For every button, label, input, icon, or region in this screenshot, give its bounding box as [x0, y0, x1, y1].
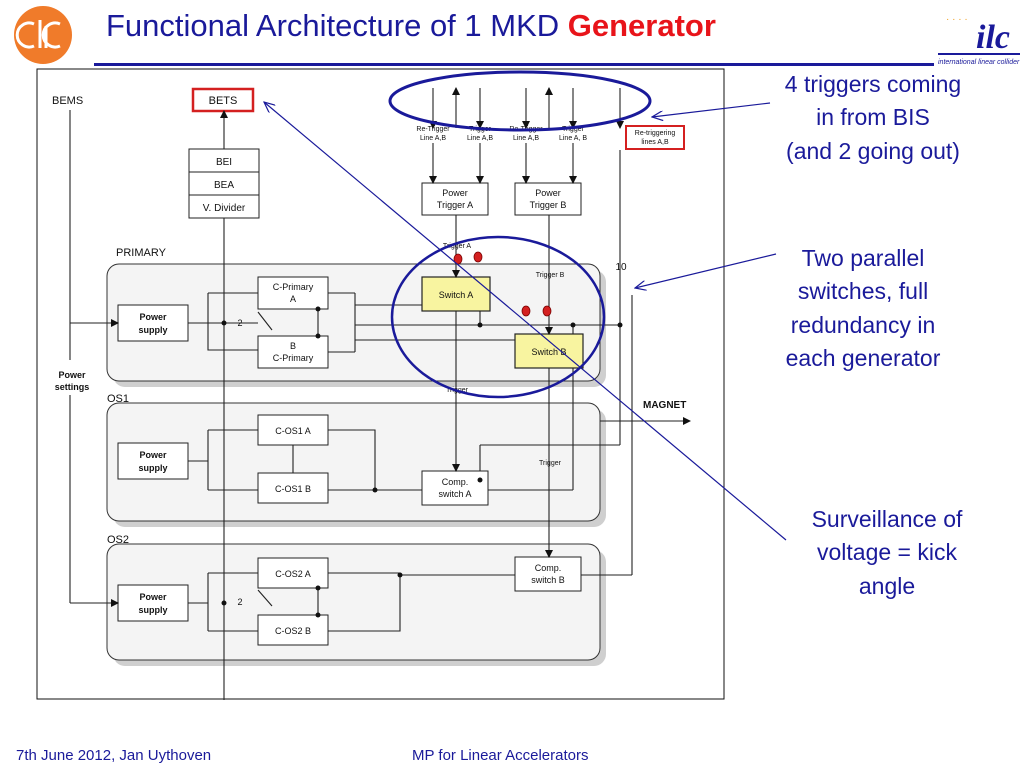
- bets-label: BETS: [209, 95, 238, 107]
- svg-text:Power: Power: [442, 188, 468, 198]
- retrigger-a-label-1: Re-Trigger: [416, 126, 450, 133]
- retriggering-label-1: Re-triggering: [635, 130, 676, 137]
- c-primary-b-box: B C-Primary: [257, 335, 329, 369]
- comp-switch-a-box: Comp. switch A: [421, 470, 489, 506]
- os1-label: OS1: [107, 393, 129, 405]
- triggers-annotation: 4 triggers coming in from BIS (and 2 goi…: [784, 71, 962, 164]
- footer-center: MP for Linear Accelerators: [412, 747, 589, 764]
- primary-label: PRIMARY: [116, 247, 167, 259]
- switches-highlight-ellipse: [390, 235, 606, 399]
- trigger-a-label: Trigger A: [443, 243, 471, 250]
- title-underline: [94, 63, 934, 66]
- power-supply-os2: Power supply: [117, 584, 189, 622]
- switch-b-box: Switch B: [514, 333, 584, 369]
- svg-text:switch B: switch B: [531, 575, 565, 585]
- svg-text:Power: Power: [139, 592, 167, 602]
- svg-text:switch A: switch A: [438, 489, 471, 499]
- count-two-os2-label: 2: [237, 597, 242, 607]
- svg-text:Switch B: Switch B: [531, 347, 566, 357]
- trigger-line-a-label-2: Line A,B: [467, 135, 493, 142]
- footer-left: 7th June 2012, Jan Uythoven: [16, 747, 212, 764]
- junction-dots: [221, 306, 623, 618]
- trigger-line-b-label-1: Trigger: [562, 126, 585, 133]
- trigger-label-2: Trigger: [539, 460, 562, 467]
- svg-text:C-Primary: C-Primary: [273, 282, 314, 292]
- svg-text:C-OS2 A: C-OS2 A: [275, 569, 311, 579]
- power-trigger-a-box: Power Trigger A: [421, 182, 489, 216]
- bei-label: BEI: [216, 157, 232, 168]
- c-primary-a-box: C-Primary A: [257, 276, 329, 310]
- switch-a-box: Switch A: [421, 276, 491, 312]
- svg-text:Switch A: Switch A: [439, 290, 474, 300]
- power-supply-primary: Power supply: [117, 304, 189, 342]
- power-settings-label-1: Power: [58, 370, 86, 380]
- c-os1-a-box: C-OS1 A: [257, 414, 329, 446]
- svg-text:· · · ·: · · · ·: [946, 14, 968, 25]
- retrigger-a-label-2: Line A,B: [420, 135, 446, 142]
- retriggering-box: [625, 125, 685, 150]
- svg-text:Power: Power: [139, 312, 167, 322]
- triggers-highlight-ellipse: [388, 70, 652, 132]
- triggers-callout-arrow: [652, 102, 771, 117]
- trigger-line-b-label-2: Line A, B: [559, 135, 587, 142]
- power-trigger-b-box: Power Trigger B: [514, 182, 582, 216]
- svg-text:C-OS2 B: C-OS2 B: [275, 626, 311, 636]
- svg-text:supply: supply: [138, 463, 167, 473]
- svg-text:C-OS1 A: C-OS1 A: [275, 426, 311, 436]
- svg-text:supply: supply: [138, 325, 167, 335]
- svg-text:Trigger A: Trigger A: [437, 200, 473, 210]
- ilc-logo: · · · · ilc international linear collide…: [934, 8, 1022, 68]
- wiring: [69, 87, 691, 700]
- svg-text:supply: supply: [138, 605, 167, 615]
- slide-title: Functional Architecture of 1 MKD Generat…: [106, 8, 716, 43]
- power-supply-os1: Power supply: [117, 442, 189, 480]
- bems-label: BEMS: [52, 95, 83, 107]
- svg-text:A: A: [290, 294, 296, 304]
- retriggering-label-2: lines A,B: [641, 139, 669, 146]
- bea-label: BEA: [214, 180, 234, 191]
- svg-text:B: B: [290, 341, 296, 351]
- retrigger-b-label-2: Line A,B: [513, 135, 539, 142]
- switches-callout-arrow: [635, 253, 777, 288]
- switches-annotation: Two parallel switches, full redundancy i…: [785, 245, 941, 372]
- trigger-b-label: Trigger B: [536, 272, 565, 279]
- svg-text:C-OS1 B: C-OS1 B: [275, 484, 311, 494]
- count-ten-label: 10: [615, 262, 627, 273]
- c-os1-b-box: C-OS1 B: [257, 472, 329, 504]
- surveillance-annotation: Surveillance of voltage = kick angle: [811, 506, 963, 599]
- svg-text:Power: Power: [139, 450, 167, 460]
- svg-text:Trigger B: Trigger B: [530, 200, 567, 210]
- c-os2-a-box: C-OS2 A: [257, 557, 329, 589]
- os2-label: OS2: [107, 534, 129, 546]
- clic-logo: [12, 4, 74, 66]
- magnet-label: MAGNET: [643, 400, 686, 411]
- svg-text:ilc: ilc: [976, 19, 1010, 56]
- ilc-logo-caption: international linear collider: [938, 59, 1020, 66]
- c-os2-b-box: C-OS2 B: [257, 614, 329, 646]
- svg-text:Comp.: Comp.: [535, 563, 562, 573]
- vdivider-label: V. Divider: [203, 203, 246, 214]
- svg-text:Comp.: Comp.: [442, 477, 469, 487]
- power-settings-label-2: settings: [55, 382, 90, 392]
- svg-text:Power: Power: [535, 188, 561, 198]
- svg-text:C-Primary: C-Primary: [273, 353, 314, 363]
- surveillance-callout-arrow: [264, 102, 787, 541]
- comp-switch-b-box: Comp. switch B: [514, 556, 582, 592]
- red-indicators: [453, 251, 552, 317]
